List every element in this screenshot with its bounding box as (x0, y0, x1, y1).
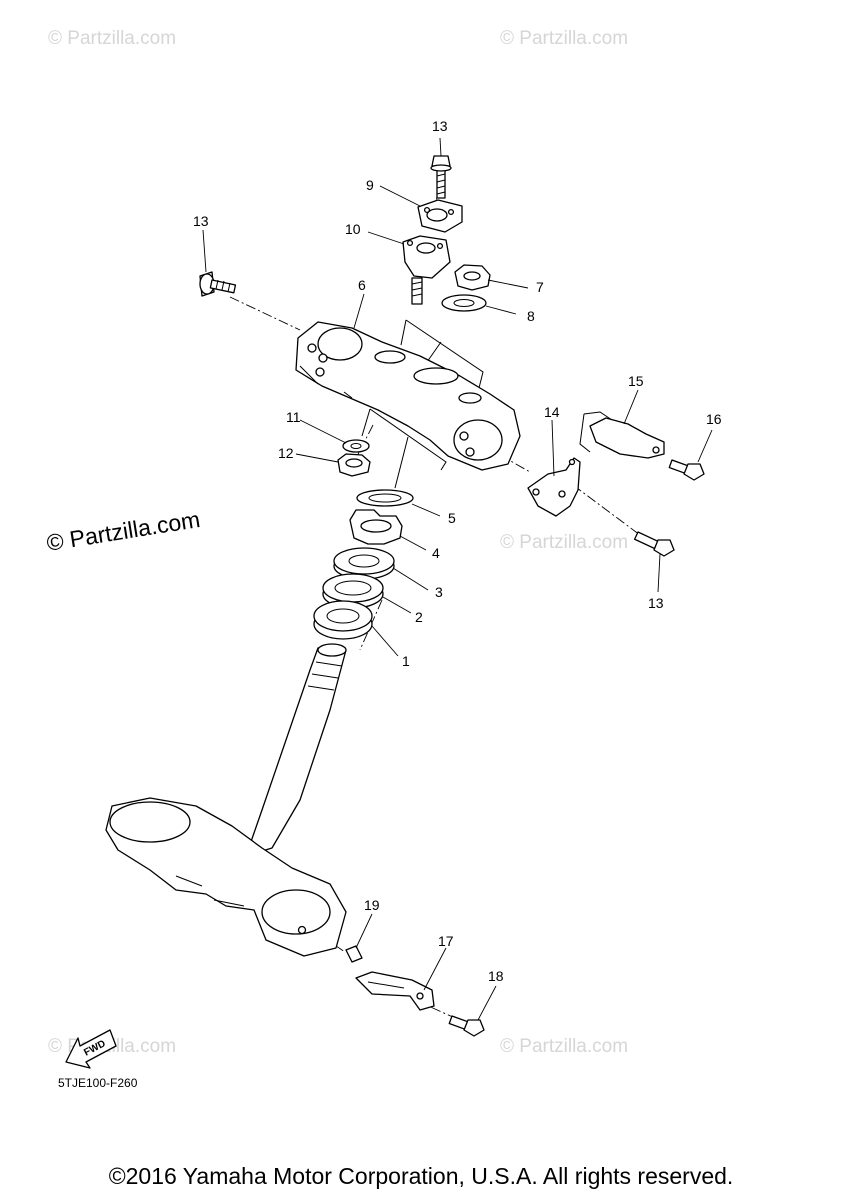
steering-stem-lower-clamp (105, 643, 347, 957)
callout-11: 11 (286, 409, 301, 425)
watermark-mid-right: © Partzilla.com (500, 532, 628, 553)
bolt-top-part-13 (430, 155, 452, 199)
group-brackets (361, 319, 484, 489)
handlebar-holder-lower-part-10 (402, 235, 451, 305)
callout-14: 14 (544, 404, 560, 420)
callout-13-left: 13 (193, 213, 209, 229)
callout-3: 3 (435, 584, 443, 600)
callout-5: 5 (448, 510, 456, 526)
callout-15: 15 (628, 373, 644, 389)
washer-part-5 (356, 489, 414, 507)
washer-part-8 (441, 294, 487, 312)
watermark-prominent: © Partzilla.com (45, 506, 202, 556)
callout-8: 8 (527, 308, 535, 324)
bolt-right-part-13 (633, 531, 675, 557)
callout-10: 10 (345, 221, 361, 237)
ring-nut-part-4 (349, 509, 403, 545)
callout-17: 17 (438, 933, 454, 949)
callout-19: 19 (364, 897, 380, 913)
clamp-part-15 (579, 411, 665, 459)
copyright-notice: ©2016 Yamaha Motor Corporation, U.S.A. A… (109, 1163, 734, 1189)
fwd-arrow-icon: FWD (65, 1029, 117, 1069)
callout-13-right: 13 (648, 595, 664, 611)
bearing-race-part-3 (333, 547, 395, 580)
callout-9: 9 (366, 177, 374, 193)
handlebar-clamp-upper-part-9 (417, 199, 463, 233)
washer-part-11 (342, 439, 370, 453)
nut-part-12 (337, 453, 371, 477)
hose-guide-part-17 (355, 971, 435, 1011)
callout-6: 6 (358, 277, 366, 293)
callout-7: 7 (536, 279, 544, 295)
diagram-code: 5TJE100-F260 (58, 1076, 138, 1090)
callout-1: 1 (402, 653, 410, 669)
nut-part-7 (454, 264, 491, 291)
bolt-part-16 (668, 459, 705, 481)
callout-2: 2 (415, 609, 423, 625)
upper-triple-clamp-part-6 (295, 321, 521, 471)
watermark-bottom-right: © Partzilla.com (500, 1036, 628, 1057)
callout-13-top: 13 (432, 118, 448, 134)
bolt-left-part-13 (199, 271, 237, 297)
seal-part-1 (313, 600, 373, 640)
callout-12: 12 (278, 445, 294, 461)
callout-18: 18 (488, 968, 504, 984)
bracket-plate-part-14 (527, 457, 581, 517)
watermark-top-left: © Partzilla.com (48, 28, 176, 49)
callout-16: 16 (706, 411, 722, 427)
leader-lines (202, 137, 713, 1021)
collar-part-19 (345, 945, 363, 963)
callout-4: 4 (432, 545, 440, 561)
bolt-part-18 (448, 1015, 485, 1037)
callout-labels: 13 9 10 7 8 13 6 11 12 5 4 3 2 1 14 15 1… (193, 118, 722, 984)
watermark-top-right: © Partzilla.com (500, 28, 628, 49)
